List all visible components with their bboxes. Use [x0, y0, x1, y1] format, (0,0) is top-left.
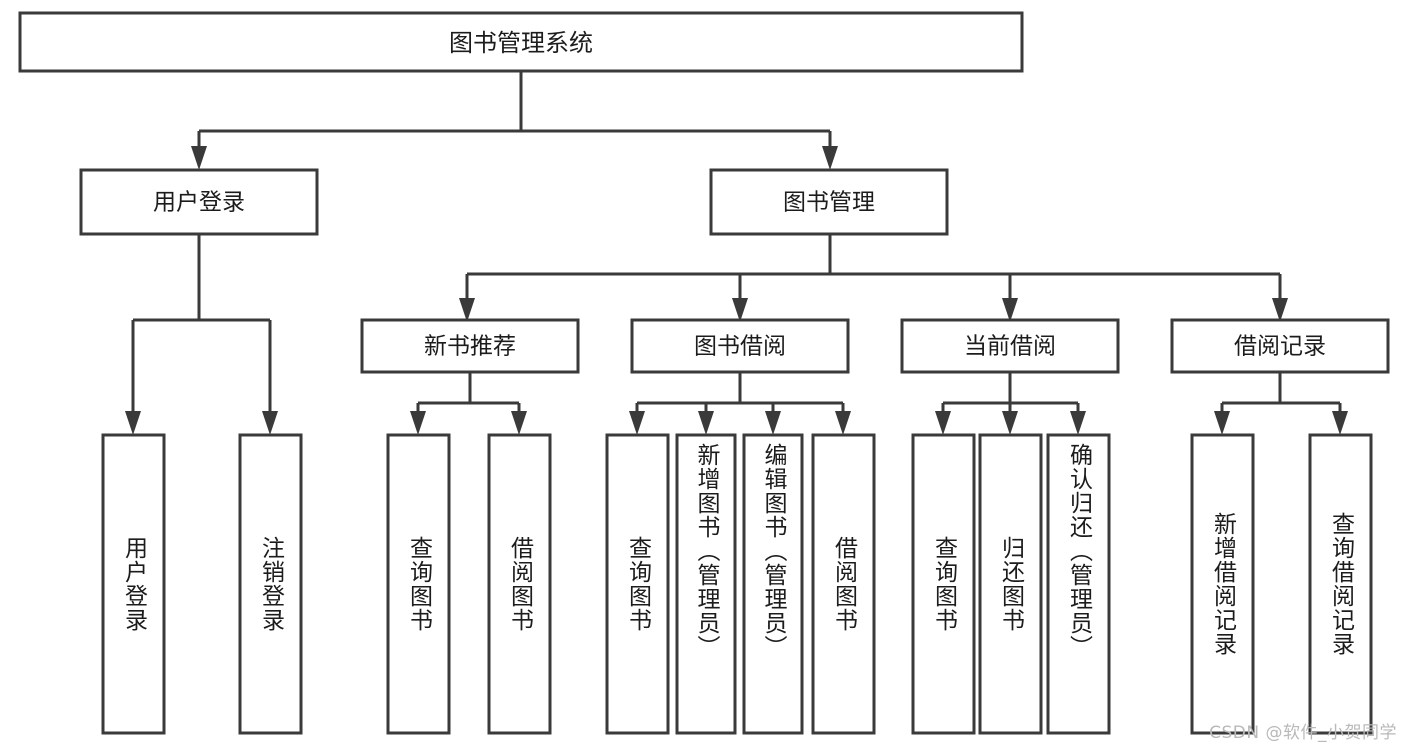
- node-leaf-logout-login-box[interactable]: [238, 433, 303, 735]
- node-leaf-add-record-box[interactable]: [1190, 433, 1255, 735]
- arrow-head-leaf-edit-book: [765, 411, 781, 435]
- node-book-borrow-box[interactable]: [630, 318, 850, 374]
- node-leaf-user-login-box[interactable]: [101, 433, 166, 735]
- arrow-head-leaf-query-book-1: [410, 411, 426, 435]
- arrow-head-book-management: [822, 146, 838, 170]
- node-current-borrow[interactable]: 当前借阅: [900, 318, 1120, 374]
- arrow-head-leaf-return-book: [1002, 411, 1018, 435]
- node-borrow-record-label: 借阅记录: [1234, 334, 1326, 360]
- arrow-head-leaf-borrow-book-1: [511, 411, 527, 435]
- node-leaf-query-book-3-box[interactable]: [911, 433, 976, 735]
- node-leaf-query-book-2-box[interactable]: [605, 433, 670, 735]
- node-new-book-recommend-box[interactable]: [360, 318, 580, 374]
- arrow-head-borrow-record: [1272, 298, 1288, 322]
- node-book-management[interactable]: 图书管理: [709, 168, 949, 236]
- node-borrow-record-box[interactable]: [1170, 318, 1390, 374]
- arrow-head-leaf-logout-login: [262, 411, 278, 435]
- csdn-watermark: CSDN @软件_小贺同学: [1209, 723, 1397, 743]
- arrow-head-user-login: [191, 146, 207, 170]
- node-root-label: 图书管理系统: [449, 29, 593, 57]
- node-user-login[interactable]: 用户登录: [79, 168, 319, 236]
- arrow-head-leaf-query-book-3: [935, 411, 951, 435]
- arrow-head-leaf-add-record: [1214, 411, 1230, 435]
- arrow-head-leaf-borrow-book-2: [835, 411, 851, 435]
- connector-group-user-login: [125, 234, 278, 435]
- node-borrow-record[interactable]: 借阅记录: [1170, 318, 1390, 374]
- node-book-management-label: 图书管理: [783, 190, 875, 216]
- node-root-book-management-system[interactable]: 图书管理系统: [18, 11, 1024, 73]
- node-new-book-recommend[interactable]: 新书推荐: [360, 318, 580, 374]
- node-leaf-confirm-return-box[interactable]: [1046, 433, 1111, 735]
- node-leaf-borrow-book-2-box[interactable]: [811, 433, 876, 735]
- node-leaf-add-book-box[interactable]: [675, 433, 737, 735]
- node-root-box[interactable]: [18, 11, 1024, 73]
- node-leaf-query-book-1-box[interactable]: [386, 433, 451, 735]
- connector-group-root: [191, 71, 838, 170]
- connector-group-current-borrow: [935, 372, 1086, 435]
- node-new-book-recommend-label: 新书推荐: [424, 334, 516, 360]
- node-current-borrow-box[interactable]: [900, 318, 1120, 374]
- node-leaf-query-record-box[interactable]: [1308, 433, 1373, 735]
- arrow-head-current-borrow: [1002, 298, 1018, 322]
- node-book-borrow[interactable]: 图书借阅: [630, 318, 850, 374]
- node-leaf-return-book-box[interactable]: [978, 433, 1043, 735]
- connector-group-book-borrow: [629, 372, 851, 435]
- node-current-borrow-label: 当前借阅: [964, 334, 1056, 360]
- node-book-borrow-label: 图书借阅: [694, 334, 786, 360]
- connector-group-new-book-recommend: [410, 372, 527, 435]
- connector-group-book-management: [459, 234, 1288, 322]
- node-user-login-box[interactable]: [79, 168, 319, 236]
- arrow-head-leaf-query-book-2: [629, 411, 645, 435]
- node-leaf-borrow-book-1-box[interactable]: [487, 433, 552, 735]
- arrow-head-book-borrow: [732, 298, 748, 322]
- arrow-head-leaf-add-book: [698, 411, 714, 435]
- node-leaf-edit-book-box[interactable]: [742, 433, 804, 735]
- node-book-management-box[interactable]: [709, 168, 949, 236]
- arrow-head-new-book-recommend: [459, 298, 475, 322]
- arrow-head-leaf-query-record: [1332, 411, 1348, 435]
- connector-group-borrow-record: [1214, 372, 1348, 435]
- arrow-head-leaf-confirm-return: [1070, 411, 1086, 435]
- arrow-head-leaf-user-login: [125, 411, 141, 435]
- node-user-login-label: 用户登录: [153, 190, 245, 216]
